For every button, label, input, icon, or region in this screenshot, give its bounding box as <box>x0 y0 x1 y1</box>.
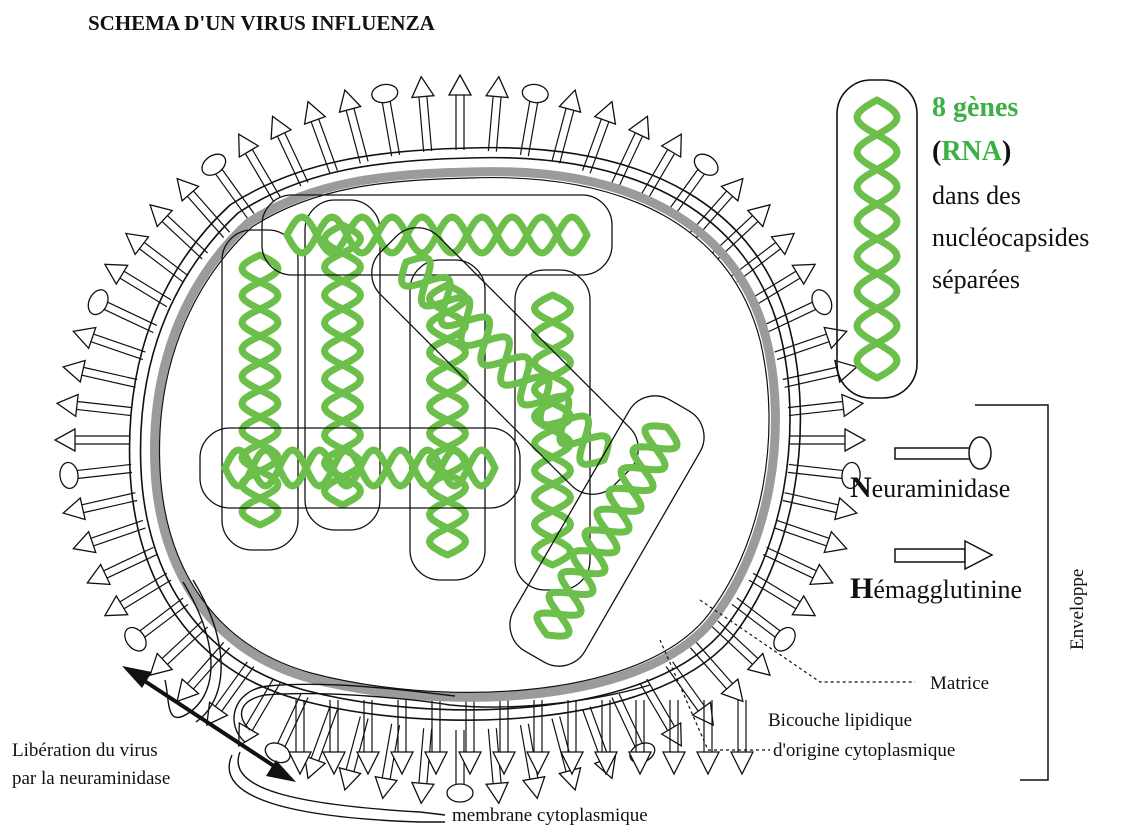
hemagglutinin-spike <box>790 429 865 451</box>
nucleocapsid <box>515 270 590 590</box>
hemagglutinin-spike <box>666 662 713 725</box>
hemagglutinin-spike <box>449 75 471 150</box>
hemagglutinin-spike <box>391 700 413 774</box>
nucleocapsid <box>222 230 298 550</box>
neuraminidase-spike <box>120 598 188 655</box>
neuraminidase-spike <box>370 82 399 156</box>
legend-rna: (RNA) <box>932 136 1011 167</box>
hemagglutinin-spike <box>486 77 508 152</box>
hemagglutinine-label: Hémagglutinine <box>850 572 1022 605</box>
hemagglutinin-spike <box>774 520 846 552</box>
hemagglutinin-spike <box>57 395 132 417</box>
hemagglutinin-spike <box>493 700 515 774</box>
membrane-label: membrane cytoplasmique <box>452 805 648 826</box>
bicouche-label-2: d'origine cytoplasmique <box>773 740 955 761</box>
hemagglutinin-spike <box>105 573 171 615</box>
matrice-label: Matrice <box>930 673 989 694</box>
rna-legend-capsule <box>837 80 917 398</box>
hemagglutinin-spike <box>177 642 230 701</box>
neuraminidase-spike <box>59 462 132 490</box>
hemagglutinin-spike <box>583 102 616 174</box>
rna-helix <box>535 295 571 565</box>
hemagglutinin-spike <box>63 361 137 388</box>
hemagglutinin-spike <box>412 77 434 152</box>
hemagglutinin-spike <box>73 327 145 359</box>
hemagglutinin-spike <box>87 547 157 584</box>
hemagglutinin-spike <box>612 116 649 186</box>
nucleocapsid <box>410 260 485 580</box>
neuraminidase-spike <box>520 82 549 156</box>
hemagglutinin-spike <box>783 361 857 388</box>
hemagglutinin-spike <box>63 493 137 520</box>
hemagglutinin-spike <box>749 573 815 615</box>
neuraminidase-spike <box>666 150 722 218</box>
hemagglutinin-spike <box>749 264 815 306</box>
hemagglutinin-spike <box>339 90 368 163</box>
legend-rna-helix <box>857 100 897 378</box>
legend-line-1: dans des <box>932 181 1021 210</box>
hemagglutinin-spike <box>239 679 280 746</box>
diagram-title: SCHEMA D'UN VIRUS INFLUENZA <box>88 11 436 35</box>
enveloppe-label: Enveloppe <box>1067 569 1088 650</box>
neuraminidase-spike-icon <box>895 437 991 469</box>
hemagglutinin-spike-icon <box>895 541 992 569</box>
hemagglutinin-spike <box>239 134 280 201</box>
legend-genes-count: 8 gènes <box>932 92 1018 123</box>
liberation-label-1: Libération du virus <box>12 740 158 761</box>
hemagglutinin-spike <box>412 728 434 803</box>
hemagglutinin-spike <box>323 700 345 774</box>
nucleocapsids <box>200 195 715 677</box>
liberation-label-2: par la neuraminidase <box>12 768 170 789</box>
hemagglutinin-spike <box>150 205 208 259</box>
hemagglutinin-spike <box>126 233 188 282</box>
neuraminidase-spike <box>732 598 800 655</box>
hemagglutinin-spike <box>731 700 753 774</box>
hemagglutinin-spike <box>55 429 130 451</box>
bicouche-label-1: Bicouche lipidique <box>768 710 912 731</box>
neuraminidase-label: Neuraminidase <box>850 471 1010 504</box>
rna-helix <box>393 249 616 472</box>
hemagglutinin-spike <box>783 493 857 520</box>
hemagglutinin-spike <box>712 621 770 675</box>
hemagglutinin-spike <box>357 700 379 774</box>
legend-line-3: séparées <box>932 265 1020 294</box>
hemagglutinin-spike <box>690 642 743 701</box>
nucleocapsid <box>359 215 650 506</box>
hemagglutinin-spike <box>150 621 208 675</box>
hemagglutinin-spike <box>459 700 481 774</box>
hemagglutinin-spike <box>640 679 681 746</box>
nucleocapsid <box>499 385 715 677</box>
hemagglutinin-spike <box>73 520 145 552</box>
legend-line-2: nucléocapsides <box>932 223 1089 252</box>
